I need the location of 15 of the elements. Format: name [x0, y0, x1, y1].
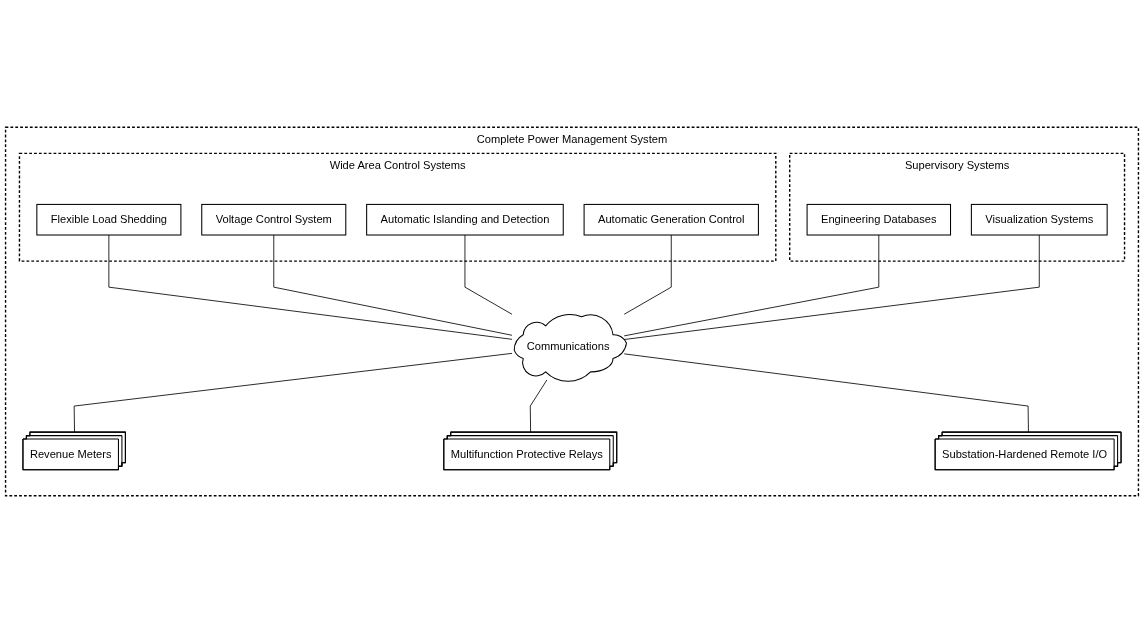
node-box: Automatic Generation Control	[583, 203, 759, 236]
connector	[623, 234, 672, 315]
connector	[529, 379, 548, 433]
connector	[108, 234, 513, 340]
connector	[623, 353, 1029, 433]
connector	[464, 234, 513, 315]
connector	[273, 234, 513, 336]
node-box: Visualization Systems	[970, 203, 1108, 236]
node-box: Flexible Load Shedding	[36, 203, 182, 236]
connector	[73, 352, 513, 433]
node-box: Engineering Databases	[806, 203, 952, 236]
node-box: Voltage Control System	[201, 203, 347, 236]
connector	[623, 234, 1040, 340]
node-box: Automatic Islanding and Detection	[366, 203, 564, 236]
connector	[623, 234, 880, 337]
